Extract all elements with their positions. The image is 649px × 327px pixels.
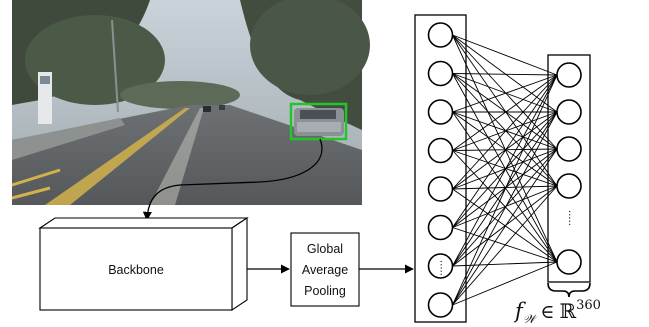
backbone-block: Backbone bbox=[38, 216, 249, 312]
detection-box bbox=[289, 102, 348, 141]
connection-edge bbox=[452, 185, 558, 267]
connection-edge bbox=[452, 111, 558, 150]
formula-real-set: ℝ bbox=[559, 299, 576, 323]
connection-edge bbox=[452, 185, 558, 228]
pooling-label-line-2: Average bbox=[302, 263, 348, 277]
neuron-layer-1 bbox=[427, 22, 454, 48]
connection-edge bbox=[452, 150, 558, 187]
connection-edge bbox=[452, 111, 558, 263]
connection-edge bbox=[452, 73, 558, 187]
connection-edge bbox=[452, 111, 558, 151]
backbone-label: Backbone bbox=[108, 263, 164, 277]
connection-edge bbox=[452, 34, 558, 187]
connection-edge bbox=[452, 73, 558, 263]
formula-superscript: 360 bbox=[576, 298, 601, 313]
neuron-layer-1 bbox=[427, 214, 454, 241]
connection-edge bbox=[452, 111, 558, 306]
connection-edge bbox=[452, 111, 558, 187]
connection-edge bbox=[452, 74, 558, 190]
neuron-layer-2 bbox=[556, 62, 582, 88]
connection-edge bbox=[452, 34, 558, 113]
connection-edge bbox=[452, 73, 558, 76]
layer-2-ellipsis: ····· bbox=[563, 210, 574, 226]
formula-element-of: ∈ bbox=[540, 301, 554, 323]
layer-2-neurons bbox=[556, 62, 582, 275]
connection-edge bbox=[452, 148, 558, 190]
neuron-layer-1 bbox=[427, 60, 454, 87]
layer-1-neurons bbox=[427, 22, 454, 318]
connection-edge bbox=[452, 34, 558, 76]
formula-f: f bbox=[513, 299, 526, 323]
connection-edge bbox=[452, 74, 558, 113]
connection-edge bbox=[452, 73, 558, 113]
connection-edge bbox=[452, 150, 558, 263]
neuron-layer-1 bbox=[427, 292, 454, 318]
connection-edge bbox=[452, 148, 558, 267]
layer-1-frame bbox=[414, 14, 467, 323]
pooling-label-line-1: Global bbox=[307, 242, 343, 256]
connection-edge bbox=[452, 148, 558, 151]
neuron-layer-1 bbox=[427, 176, 454, 202]
neuron-layer-2 bbox=[556, 136, 582, 162]
neuron-layer-1 bbox=[427, 253, 454, 279]
neuron-layer-1 bbox=[427, 137, 454, 164]
pooling-label-line-3: Pooling bbox=[304, 284, 346, 298]
output-formula: f𝒲∈ℝ360 bbox=[513, 298, 601, 326]
connection-edge bbox=[452, 74, 558, 306]
connection-edge bbox=[452, 74, 558, 151]
connection-edge bbox=[452, 34, 558, 150]
detection-to-backbone-arrow bbox=[142, 138, 323, 221]
layer-2-frame bbox=[547, 54, 591, 283]
neuron-layer-2 bbox=[556, 99, 582, 125]
fully-connected-layers: ····· ····· bbox=[414, 14, 591, 323]
connection-edge bbox=[452, 185, 558, 190]
connection-edge bbox=[452, 148, 558, 306]
global-average-pooling-block: Global Average Pooling bbox=[290, 232, 360, 307]
connection-edge bbox=[452, 261, 558, 267]
layer-1-ellipsis: ····· bbox=[435, 260, 446, 276]
connection-edges bbox=[452, 34, 558, 306]
neuron-layer-2 bbox=[556, 249, 582, 275]
connection-edge bbox=[452, 261, 558, 306]
neuron-layer-1 bbox=[427, 99, 454, 125]
connection-edge bbox=[452, 73, 558, 150]
output-underbrace bbox=[547, 282, 591, 298]
connection-edge bbox=[452, 74, 558, 267]
neuron-layer-2 bbox=[556, 173, 582, 199]
connection-edge bbox=[452, 74, 558, 228]
street-scene-photo bbox=[11, 0, 370, 205]
formula-subscript: 𝒲 bbox=[523, 312, 539, 326]
connection-edge bbox=[452, 185, 558, 306]
